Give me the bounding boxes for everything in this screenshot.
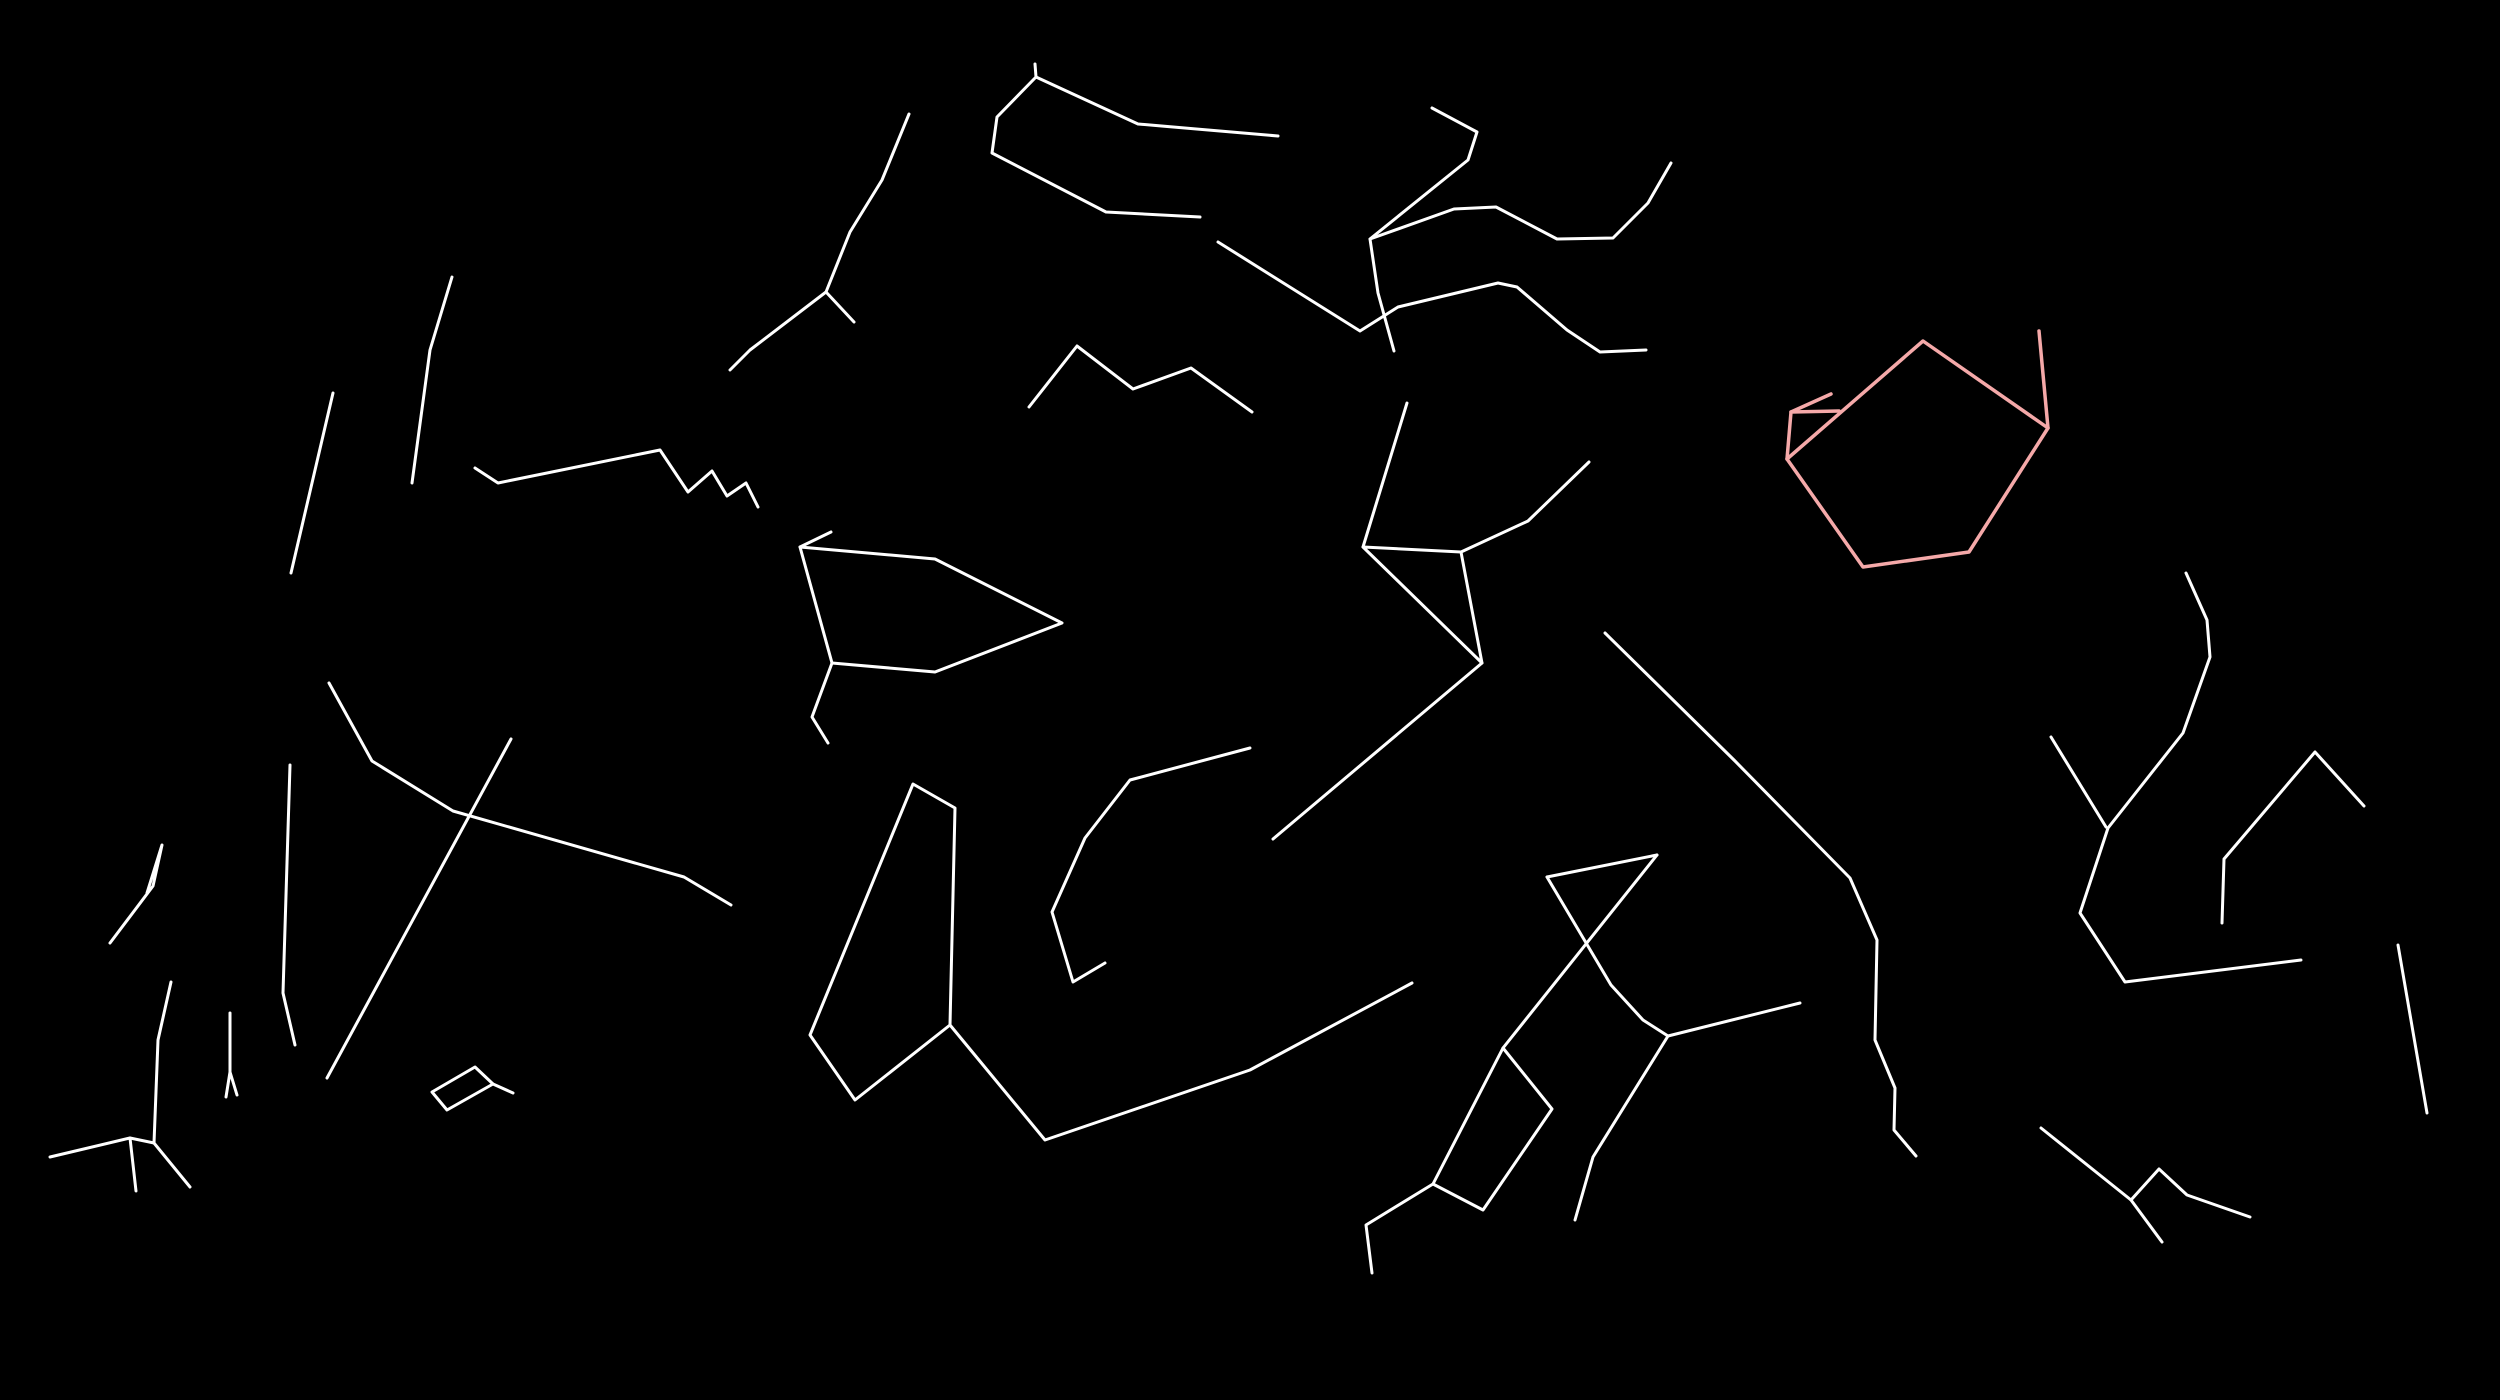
- white-bird-body: [990, 62, 1202, 219]
- white-vertical-left: [281, 763, 297, 1047]
- white-small-quad: [430, 1065, 495, 1112]
- white-pennant-main: [1364, 853, 1659, 1275]
- white-short-diagonal-left: [289, 391, 335, 575]
- white-cluster-branch-a: [152, 1141, 192, 1189]
- white-pennant-bar: [1545, 853, 1659, 879]
- white-cross-line: [325, 737, 513, 1080]
- white-cluster-branch-b: [48, 1136, 156, 1159]
- white-bird-wing: [1034, 75, 1280, 138]
- white-m-zigzag-center: [1027, 344, 1254, 414]
- white-sawtooth: [473, 448, 760, 509]
- white-pennant-left-line: [1545, 875, 1670, 1038]
- white-s-curve-right: [2078, 571, 2303, 984]
- red-pentagon-tail[interactable]: [2037, 329, 2050, 430]
- white-triangle-tail-up: [1361, 401, 1409, 549]
- white-leaf-spur: [798, 530, 833, 549]
- white-leaf-tail: [810, 661, 834, 745]
- white-cluster-branch-c: [128, 1136, 138, 1193]
- white-z-hook: [1368, 106, 1479, 353]
- white-lambda-right-b: [2129, 1167, 2252, 1219]
- white-triangle: [1361, 545, 1484, 665]
- white-pennant-shallow: [1666, 1001, 1802, 1038]
- white-small-quad-tail: [491, 1082, 515, 1095]
- white-s-curve-branch: [2049, 735, 2108, 829]
- white-steep-right-edge: [2396, 943, 2429, 1115]
- white-long-right-curve: [1603, 631, 1918, 1158]
- red-flag-spur[interactable]: [1789, 392, 1833, 414]
- white-small-fork: [224, 1011, 232, 1099]
- white-bent-line-left: [327, 681, 733, 907]
- white-needle-sliver: [108, 843, 164, 945]
- white-check-right: [2220, 750, 2366, 925]
- white-triangle-tail-right: [1459, 460, 1591, 554]
- white-pennant-leg: [1573, 1034, 1670, 1222]
- white-kite: [808, 782, 957, 1102]
- white-cluster-stem: [152, 980, 173, 1145]
- white-fork-stem: [728, 112, 911, 372]
- white-triangle-tail-down: [1271, 661, 1484, 841]
- white-leaf: [798, 545, 1064, 674]
- white-fork-spur: [824, 290, 856, 324]
- white-hook-center: [1050, 746, 1252, 984]
- white-small-fork-leg: [228, 1070, 239, 1097]
- white-wave-path: [1216, 240, 1648, 354]
- white-kite-tail-line: [948, 981, 1414, 1142]
- white-arc-upper-left: [410, 275, 454, 485]
- white-w-ridge: [1368, 161, 1673, 241]
- white-pennant-loop: [1431, 1046, 1554, 1212]
- red-pentagon[interactable]: [1785, 339, 2050, 569]
